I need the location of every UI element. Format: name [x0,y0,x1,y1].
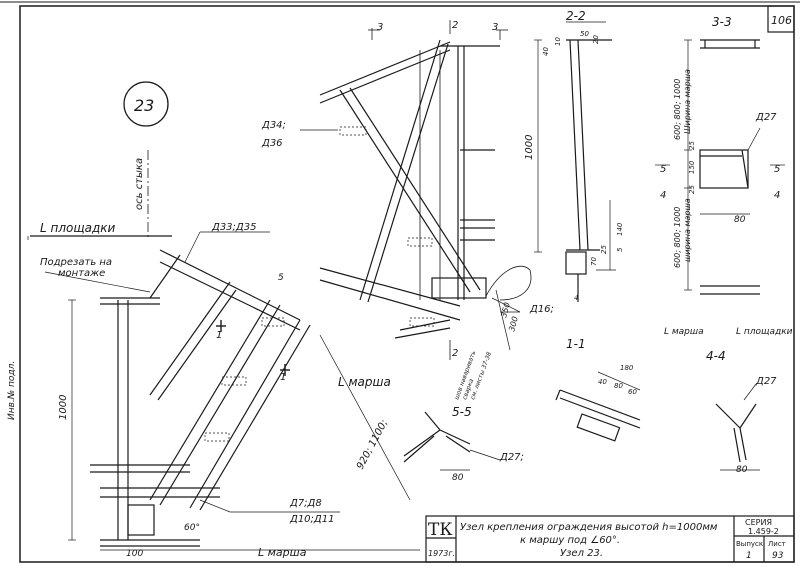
dim-1000-left: 1000 [58,395,69,420]
dim-100: 100 [126,549,143,559]
title-line2: к маршу под ∠60°. [520,535,620,546]
series-value: 1.459-2 [748,527,779,536]
sheet-label: Лист [768,540,786,548]
series-label: СЕРИЯ [745,518,772,527]
title-line1: Узел крепления ограждения высотой h=1000… [460,522,718,533]
label-width-march2: ширина марша [683,198,692,262]
node-number: 23 [134,96,154,115]
label-sec-55: 5-5 [452,405,472,419]
section-1-1 [555,371,641,442]
left-margin-text: Инв.№ подл. [7,361,17,420]
label-l-platform: L площадки [40,221,116,235]
label-l-march-c: L марша [664,327,704,337]
title-line3: Узел 23. [560,548,603,559]
dim-5: 5 [278,273,284,283]
dim-150: 150 [688,160,696,174]
label-width-march: Ширина марша [683,69,692,134]
dim-25a: 25 [600,245,608,254]
dim-50: 50 [580,30,589,38]
label-d10-11: Д10;Д11 [289,514,334,525]
label-from-joint: ось стыка [134,158,145,210]
mark-2a: 2 [452,20,458,31]
label-sec-11: 1-1 [566,337,586,351]
dim-80d: 80 [614,382,623,390]
dim-80-c: 80 [736,465,748,475]
label-d27-c: Д27 [755,376,777,387]
title-year: 1973г. [428,549,455,558]
label-width-vals2: 600; 800; 1000 [673,207,682,268]
dim-25c: 25 [688,185,696,194]
dim-180: 180 [620,364,634,372]
section-5-5 [403,411,501,471]
dim-40: 40 [542,47,550,56]
main-elevation [27,150,420,551]
label-d34: Д34; [261,120,286,131]
dim-80-b: 80 [734,215,746,225]
label-trim: Подрезать на [40,257,112,268]
issue-value: 1 [746,551,752,561]
mark-1a: 1 [216,330,222,341]
title-tk: ТК [428,520,453,540]
label-l-platform-b: L площадки [736,327,793,337]
sheet-border [19,5,795,563]
label-d27-b: Д27 [755,112,777,123]
title-block-text: ТК 1973г. Узел крепления ограждения высо… [428,518,786,561]
mark-4b: 4 [774,190,780,201]
label-d36: Д36 [261,138,283,149]
dim-140: 140 [616,222,624,236]
section-4-4 [715,383,760,471]
hatch-blocks [204,317,285,442]
mark-5b: 5 [774,164,780,175]
dim-300: 300 [507,315,520,332]
label-d27-a: Д27; [499,452,524,463]
dim-5b: 5 [616,247,624,252]
mark-4a: 4 [660,190,666,201]
dim-350: 350 [499,301,512,318]
labels: L площадки ось стыка Подрезать на монтаж… [40,9,793,559]
mark-1b: 1 [280,372,286,383]
dim-40b: 40 [598,378,607,386]
label-width-vals: 600; 800; 1000 [673,79,682,140]
dim-60: 60° [184,523,200,533]
title-block [425,515,795,563]
dim-4: 4 [574,294,578,302]
label-sec-22: 2-2 [566,9,586,23]
dim-920: 920; 1100; [355,418,390,471]
label-sec-33: 3-3 [712,15,732,29]
dim-20: 20 [592,35,600,44]
dim-25b: 25 [688,141,696,150]
label-d7-8: Д7;Д8 [289,498,322,509]
sheet-value: 93 [772,551,784,561]
dim-70: 70 [590,257,598,266]
page-number: 106 [771,14,792,27]
label-trim2: монтаже [58,268,105,279]
section-markers [216,320,290,376]
page-number-box [767,5,795,33]
mark-5a: 5 [660,164,666,175]
dim-10: 10 [554,37,562,46]
label-d33-35: Д33;Д35 [211,222,256,233]
middle-hatch [339,126,435,327]
mark-3a: 3 [377,22,383,33]
label-d16: Д16; [529,304,554,315]
mark-2b: 2 [452,348,458,359]
label-l-march-b: L марша [258,546,307,559]
section-2-2 [534,21,616,302]
dim-1000-mid: 1000 [524,135,535,160]
mark-3b: 3 [492,22,498,33]
issue-label: Выпуск [736,540,763,548]
label-sec-44: 4-4 [706,349,726,363]
label-l-march-a: L марша [338,375,391,389]
middle-elevation [300,20,532,360]
section-3-3 [655,39,785,295]
dim-80-a: 80 [452,473,464,483]
dim-60b: 60 [628,388,637,396]
node-circle [123,81,169,127]
